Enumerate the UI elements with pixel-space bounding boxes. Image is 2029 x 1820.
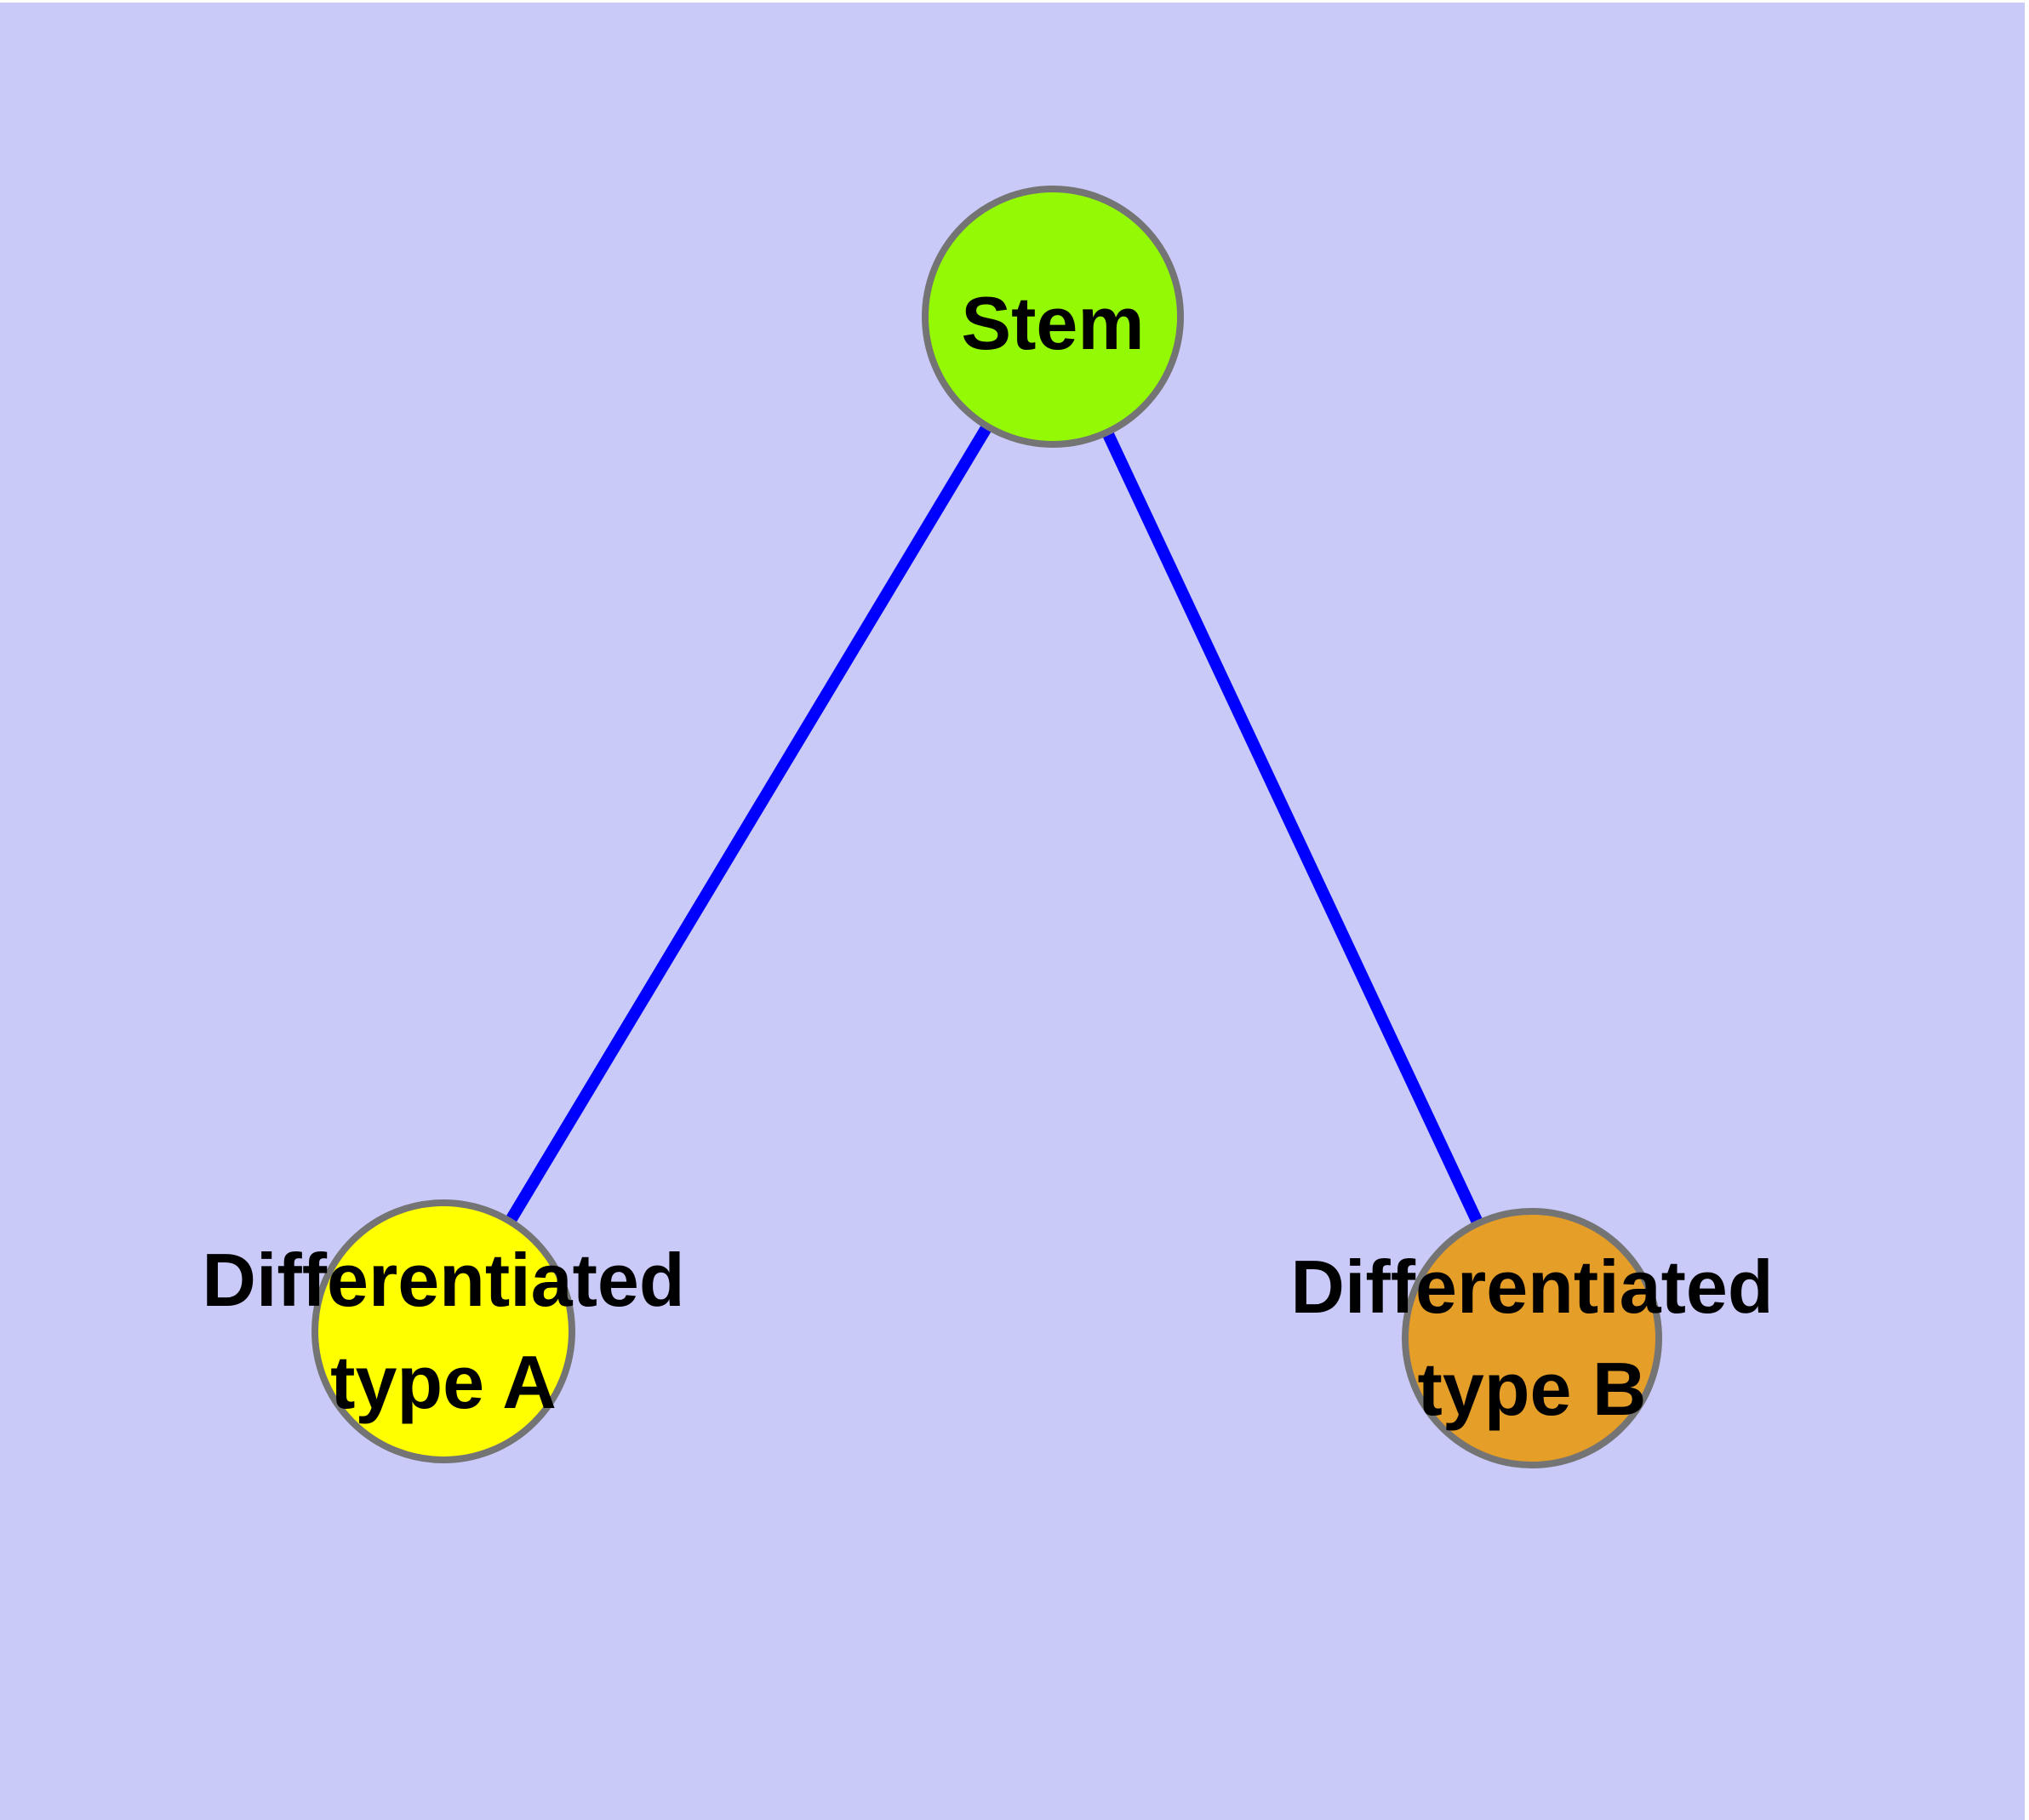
edge-stem-to-type-b [1101, 430, 1484, 1227]
node-differentiated-type-a[interactable]: Differentiated type A [202, 1199, 685, 1463]
type-a-node-circle[interactable] [311, 1199, 575, 1463]
stem-node-circle[interactable] [922, 186, 1184, 448]
type-b-node-label-line1: Differentiated [1290, 1245, 1773, 1329]
edge-stem-to-type-a [504, 423, 993, 1225]
type-b-node-label-line2: type B [1418, 1347, 1647, 1431]
stem-node-label: Stem [961, 281, 1144, 365]
node-differentiated-type-b[interactable]: Differentiated type B [1290, 1208, 1774, 1468]
type-a-node-label-line1: Differentiated [202, 1238, 684, 1322]
type-b-node-circle[interactable] [1402, 1208, 1662, 1468]
node-stem[interactable]: Stem [922, 186, 1184, 448]
type-a-node-label-line2: type A [330, 1340, 557, 1424]
